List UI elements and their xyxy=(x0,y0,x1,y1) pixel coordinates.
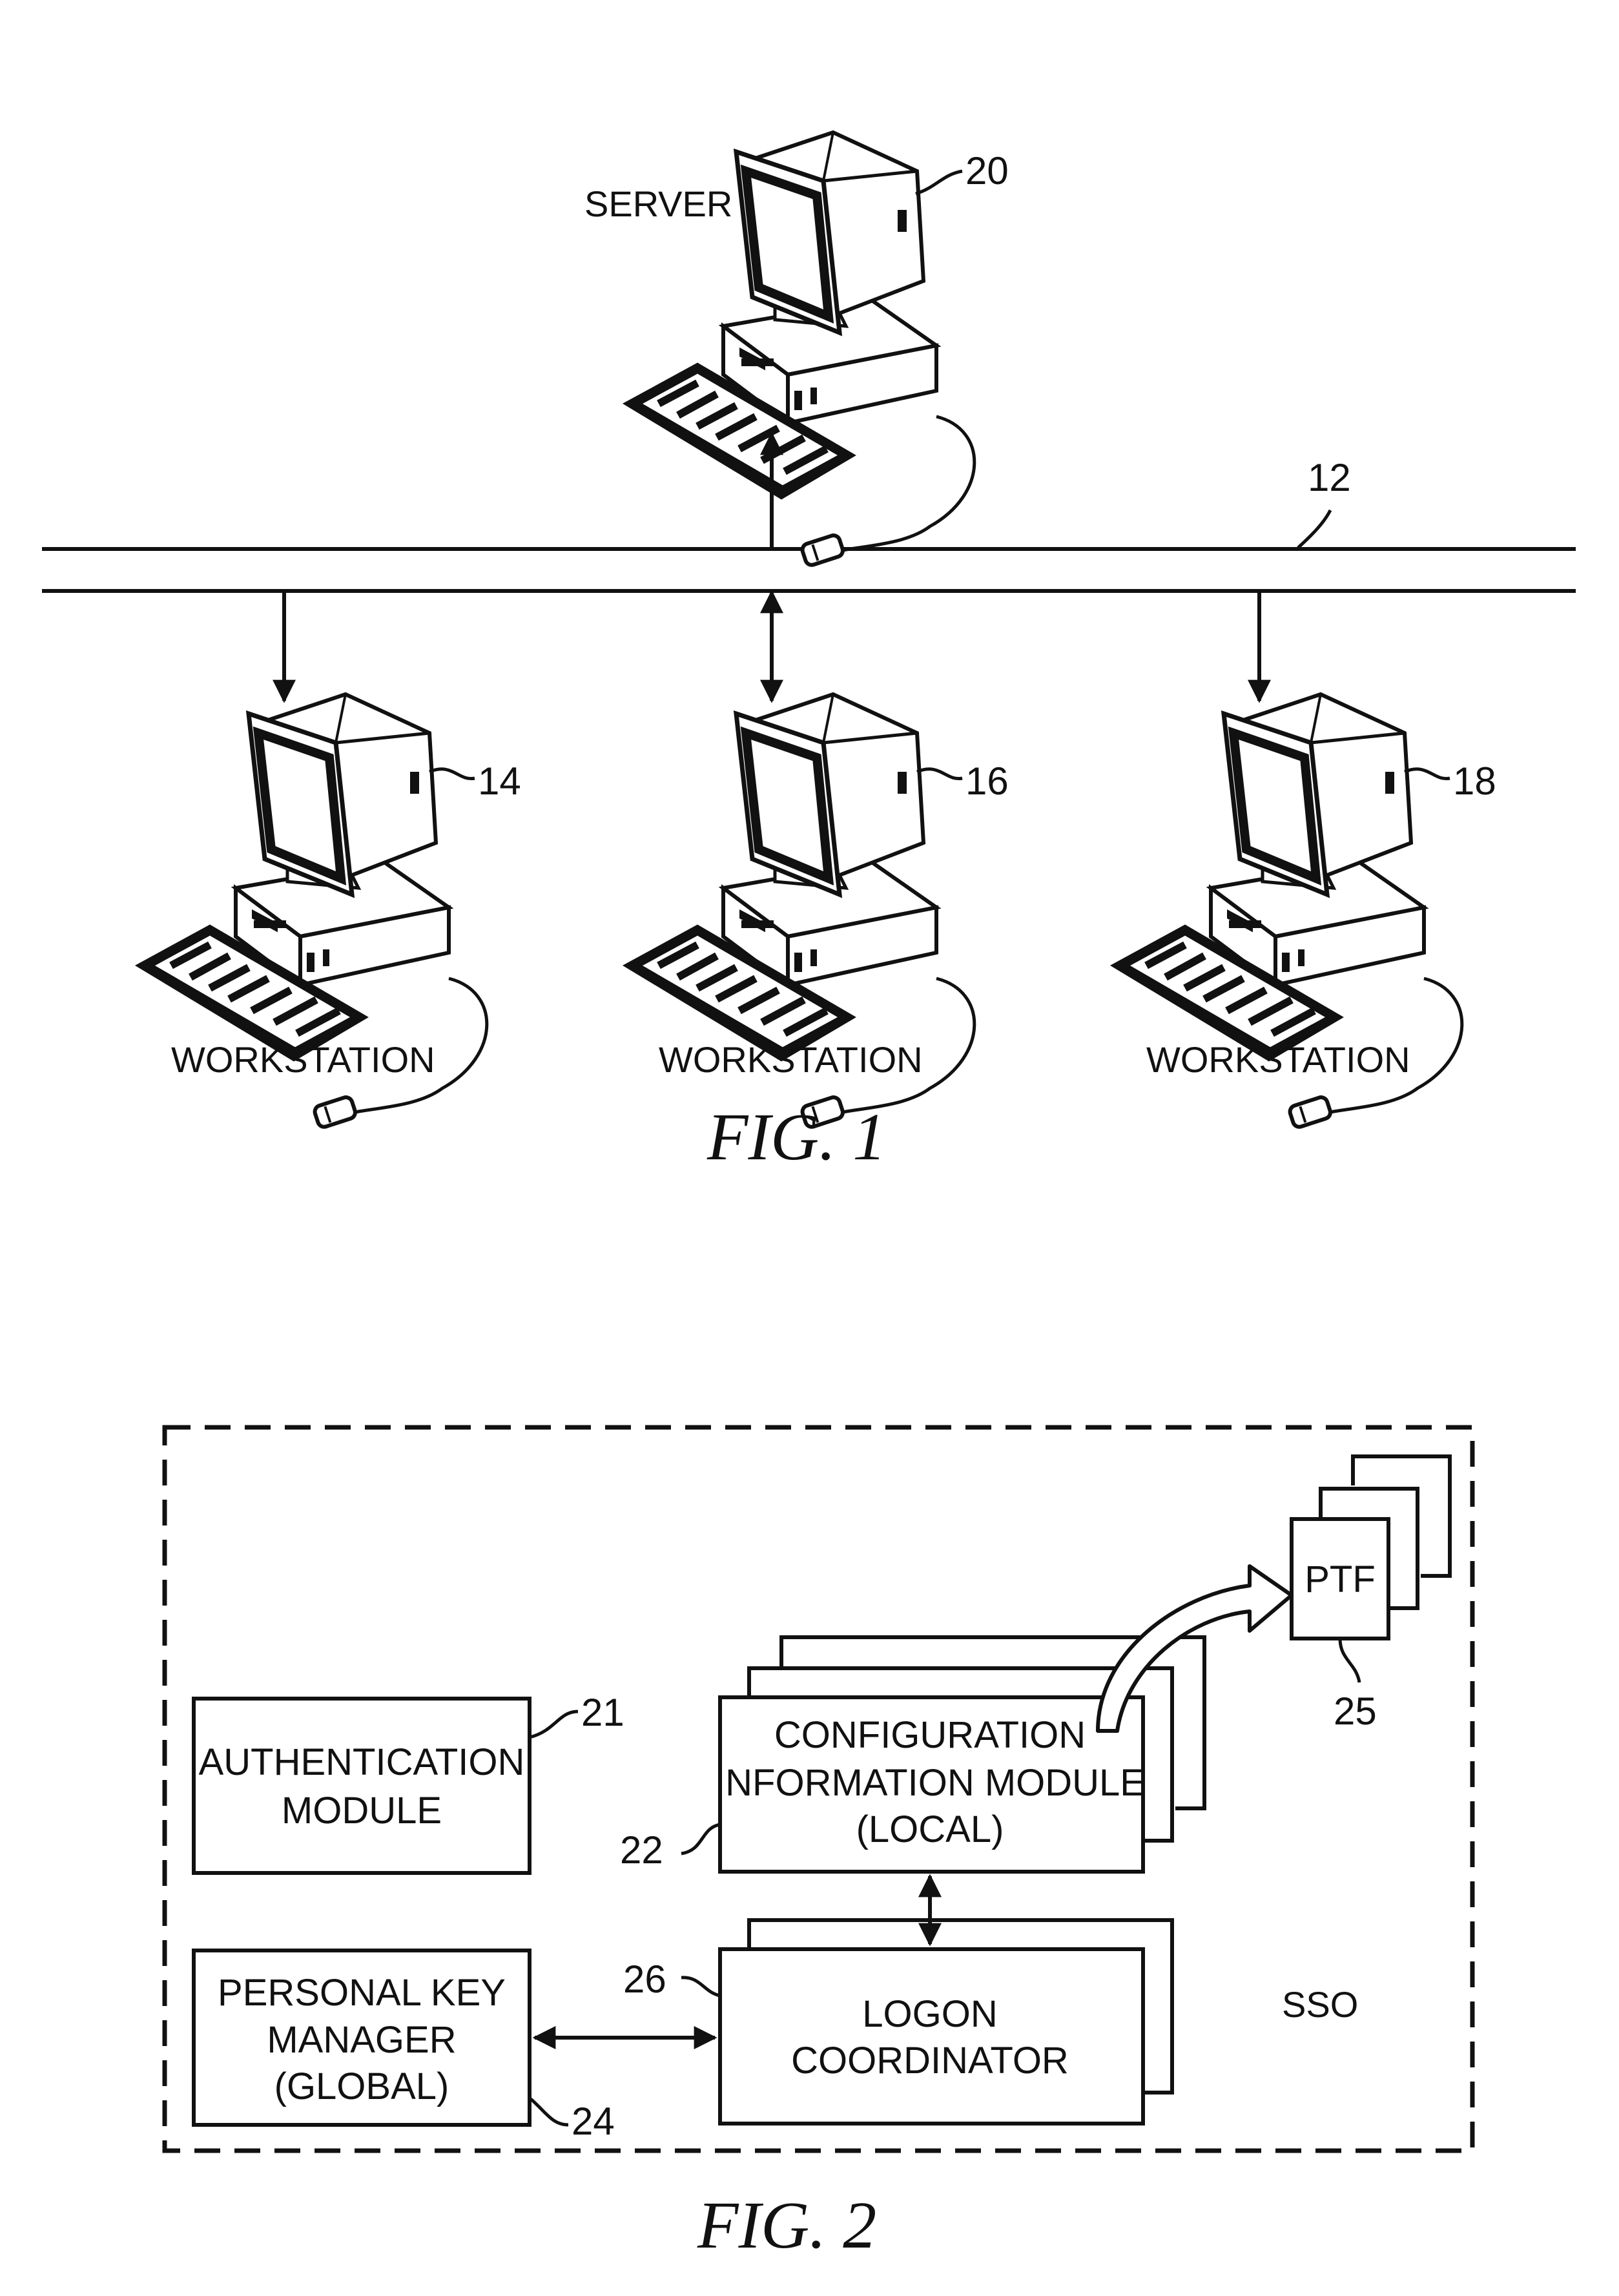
authentication-ref-leader xyxy=(530,1712,578,1737)
config-module-label-2: INFORMATION MODULE xyxy=(715,1762,1145,1804)
fig1-diagram: 12 SERVER 20 14 WORKSTATION 16 WORKSTATI… xyxy=(42,132,1576,1174)
workstation-ref-2: 16 xyxy=(965,760,1009,803)
logon-ref: 26 xyxy=(623,1958,666,2001)
logon-coordinator-label-2: COORDINATOR xyxy=(791,2040,1069,2082)
server-label: SERVER xyxy=(584,183,732,224)
authentication-module-label-1: AUTHENTICATION xyxy=(199,1741,525,1783)
personal-key-manager-label-3: (GLOBAL) xyxy=(274,2065,449,2107)
authentication-ref: 21 xyxy=(581,1691,624,1734)
fig1-caption: FIG. 1 xyxy=(706,1100,886,1174)
sso-label: SSO xyxy=(1282,1984,1358,2025)
network-ref-leader xyxy=(1298,510,1330,548)
workstation-ref-leader-3 xyxy=(1405,769,1450,779)
workstation-label-2: WORKSTATION xyxy=(659,1039,923,1080)
logon-coordinator-label-1: LOGON xyxy=(862,1993,998,2035)
config-module-label-3: (LOCAL) xyxy=(856,1808,1004,1850)
workstation-label-1: WORKSTATION xyxy=(171,1039,435,1080)
ptf-ref: 25 xyxy=(1334,1690,1377,1733)
pkm-ref: 24 xyxy=(572,2100,615,2143)
config-ref: 22 xyxy=(620,1828,663,1872)
workstation-ref-leader-1 xyxy=(429,769,475,779)
config-ref-leader xyxy=(681,1825,720,1854)
authentication-module-label-2: MODULE xyxy=(282,1790,442,1832)
personal-key-manager-label-2: MANAGER xyxy=(267,2019,456,2061)
fig2-caption: FIG. 2 xyxy=(697,2188,876,2262)
workstation-label-3: WORKSTATION xyxy=(1146,1039,1410,1080)
server-ref-leader xyxy=(916,171,962,194)
logon-ref-leader xyxy=(681,1978,720,1996)
server-ref: 20 xyxy=(965,149,1009,192)
pkm-ref-leader xyxy=(531,2099,568,2125)
ptf-label: PTF xyxy=(1304,1558,1376,1600)
workstation-ref-3: 18 xyxy=(1453,760,1496,803)
fig2-diagram: SSO AUTHENTICATION MODULE 21 CONFIGURATI… xyxy=(165,1427,1472,2262)
ptf-ref-leader xyxy=(1340,1639,1359,1682)
config-module-label-1: CONFIGURATION xyxy=(774,1714,1086,1756)
network-ref: 12 xyxy=(1308,456,1351,499)
workstation-ref-1: 14 xyxy=(478,760,521,803)
workstation-ref-leader-2 xyxy=(917,769,962,779)
personal-key-manager-label-1: PERSONAL KEY xyxy=(218,1972,506,2014)
logon-coordinator-box xyxy=(720,1949,1143,2124)
authentication-module-box xyxy=(194,1699,530,1873)
